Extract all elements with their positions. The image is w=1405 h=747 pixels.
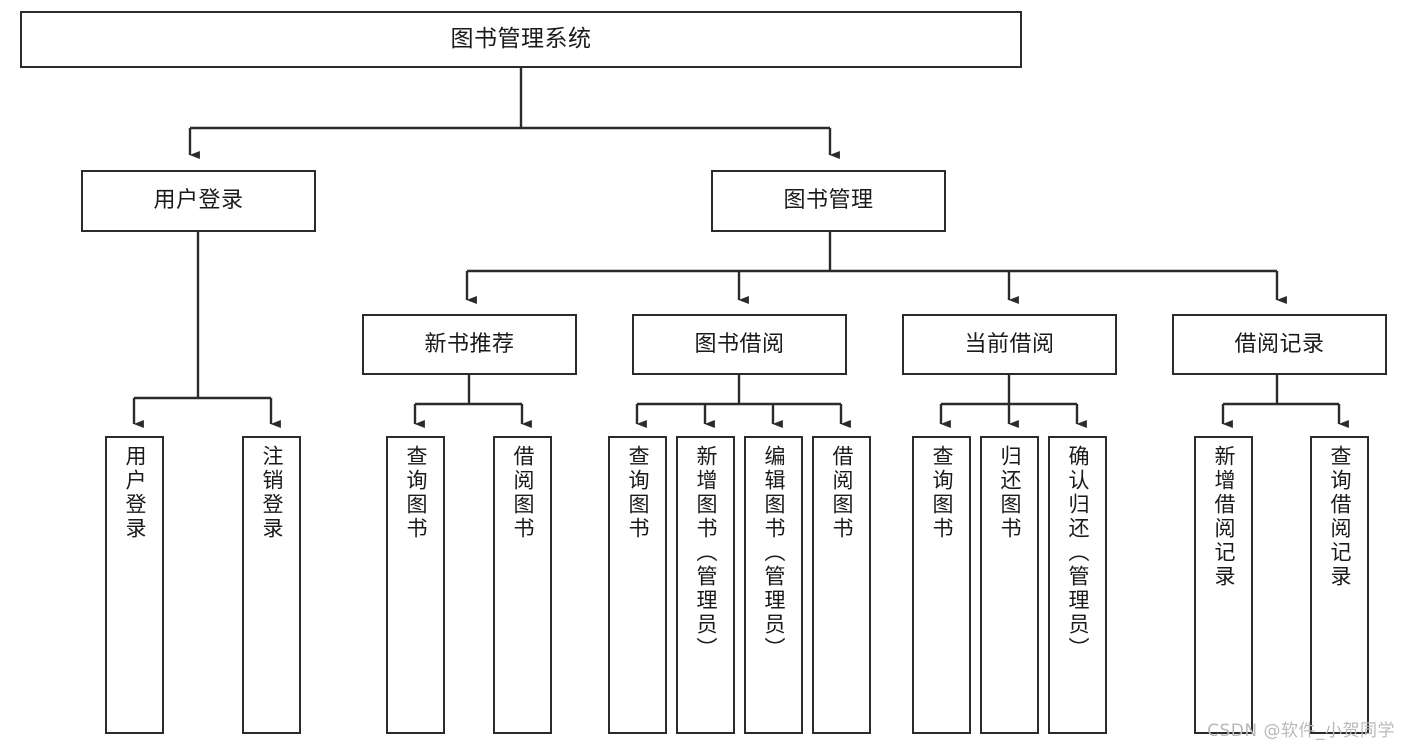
node-label: 新增借阅记录: [1212, 445, 1236, 589]
csdn-watermark: CSDN @软件_小贺同学: [1207, 721, 1395, 741]
node-leaf-return-book[interactable]: 归还图书: [980, 436, 1039, 734]
node-leaf-user-login[interactable]: 用户登录: [105, 436, 164, 734]
node-label: 新书推荐: [424, 331, 515, 357]
node-leaf-borrow-book-borrowing[interactable]: 借阅图书: [812, 436, 871, 734]
node-borrowing-records[interactable]: 借阅记录: [1172, 314, 1387, 375]
node-leaf-query-book-current[interactable]: 查询图书: [912, 436, 971, 734]
node-leaf-edit-book-admin[interactable]: 编辑图书（管理员）: [744, 436, 803, 734]
node-label: 注销登录: [260, 445, 284, 541]
node-book-management[interactable]: 图书管理: [711, 170, 946, 232]
node-label: 查询图书: [404, 445, 428, 541]
node-label: 查询借阅记录: [1328, 445, 1352, 589]
node-label: 确认归还（管理员）: [1066, 445, 1090, 661]
node-label: 归还图书: [998, 445, 1022, 541]
node-label: 用户登录: [153, 188, 244, 214]
node-label: 当前借阅: [964, 331, 1055, 357]
node-leaf-add-book-admin[interactable]: 新增图书（管理员）: [676, 436, 735, 734]
node-leaf-confirm-return-admin[interactable]: 确认归还（管理员）: [1048, 436, 1107, 734]
node-leaf-add-borrow-record[interactable]: 新增借阅记录: [1194, 436, 1253, 734]
node-label: 借阅记录: [1234, 331, 1325, 357]
node-label: 用户登录: [123, 445, 147, 541]
node-label: 查询图书: [626, 445, 650, 541]
node-label: 借阅图书: [830, 445, 854, 541]
node-label: 图书管理系统: [450, 25, 592, 52]
node-leaf-query-book-borrowing[interactable]: 查询图书: [608, 436, 667, 734]
node-root-book-management-system[interactable]: 图书管理系统: [20, 11, 1022, 68]
node-label: 图书管理: [783, 188, 874, 214]
node-leaf-query-book-recommendation[interactable]: 查询图书: [386, 436, 445, 734]
node-user-login[interactable]: 用户登录: [81, 170, 316, 232]
node-leaf-user-logout[interactable]: 注销登录: [242, 436, 301, 734]
node-new-book-recommendation[interactable]: 新书推荐: [362, 314, 577, 375]
node-label: 图书借阅: [694, 331, 785, 357]
node-current-borrowing[interactable]: 当前借阅: [902, 314, 1117, 375]
node-label: 新增图书（管理员）: [694, 445, 718, 661]
node-book-borrowing[interactable]: 图书借阅: [632, 314, 847, 375]
node-label: 查询图书: [930, 445, 954, 541]
node-label: 编辑图书（管理员）: [762, 445, 786, 661]
node-leaf-borrow-book-recommendation[interactable]: 借阅图书: [493, 436, 552, 734]
node-leaf-query-borrow-record[interactable]: 查询借阅记录: [1310, 436, 1369, 734]
node-label: 借阅图书: [511, 445, 535, 541]
